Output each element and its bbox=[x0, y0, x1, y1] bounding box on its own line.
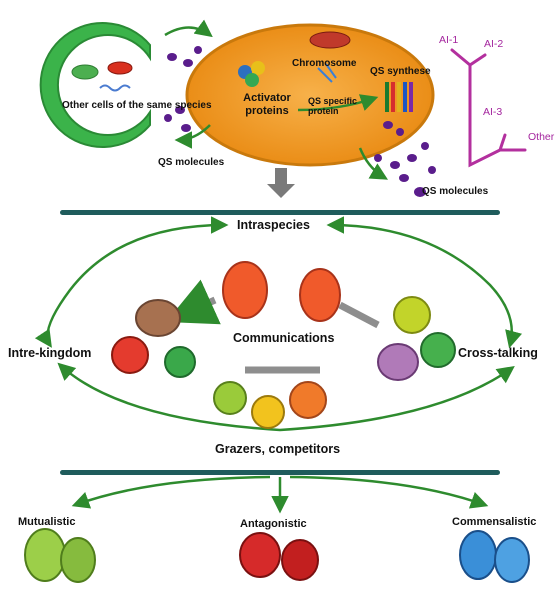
microbe-lime bbox=[213, 381, 247, 415]
qs-molecules-right-label: QS molecules bbox=[422, 186, 489, 197]
intraspecies-label: Intraspecies bbox=[237, 218, 310, 232]
microbe-red-star bbox=[111, 336, 149, 374]
down-arrow-icon bbox=[267, 168, 295, 198]
microbe-yellow-star bbox=[251, 395, 285, 429]
microbe-brown bbox=[135, 299, 181, 337]
mitochondrion-icon bbox=[71, 64, 99, 80]
neighbor-cell-label: Other cells of the same species bbox=[62, 100, 212, 111]
ai3-label: AI-3 bbox=[483, 106, 503, 118]
dna-icon bbox=[99, 84, 131, 92]
organelle-red-icon bbox=[107, 61, 133, 75]
qs-protein-label: QS specific protein bbox=[308, 96, 358, 117]
mutualistic-microbes bbox=[24, 528, 96, 583]
grazers-label: Grazers, competitors bbox=[215, 442, 341, 456]
antagonistic-label: Antagonistic bbox=[240, 518, 307, 530]
inter-kingdom-label: Intre-kingdom bbox=[8, 346, 92, 360]
neighbor-cell-shape bbox=[39, 22, 151, 148]
qs-synthase-icon bbox=[385, 82, 413, 112]
microbe-green-2 bbox=[420, 332, 456, 368]
divider-bottom bbox=[60, 470, 500, 475]
microbe-green bbox=[164, 346, 196, 378]
microbe-purple bbox=[377, 343, 419, 381]
mutualistic-label: Mutualistic bbox=[18, 516, 76, 528]
autoinducer-icons bbox=[450, 48, 527, 168]
ai2-label: AI-2 bbox=[484, 38, 504, 50]
cross-talking-label: Cross-talking bbox=[458, 346, 538, 360]
antagonistic-microbes bbox=[239, 532, 319, 581]
commensalistic-microbes bbox=[459, 530, 530, 583]
other-ai-label: Other bbox=[528, 131, 555, 143]
ai1-label: AI-1 bbox=[439, 34, 459, 46]
communications-label: Communications bbox=[233, 331, 335, 345]
qs-molecules-left-label: QS molecules bbox=[158, 157, 225, 168]
bacterial-cell bbox=[185, 23, 435, 167]
commensalistic-label: Commensalistic bbox=[452, 516, 537, 528]
microbe-orange bbox=[289, 381, 327, 419]
qs-molecules bbox=[164, 46, 436, 197]
microbe-yellow-green bbox=[393, 296, 431, 334]
chromosome-icon bbox=[309, 31, 351, 49]
qs-synthase-label: QS synthese bbox=[370, 66, 431, 77]
activator-proteins-label: Activator proteins bbox=[243, 92, 291, 117]
divider-top bbox=[60, 210, 500, 215]
chromosome-label: Chromosome bbox=[292, 58, 357, 69]
microbe-red-2 bbox=[299, 268, 341, 322]
microbe-red-1 bbox=[222, 261, 268, 319]
